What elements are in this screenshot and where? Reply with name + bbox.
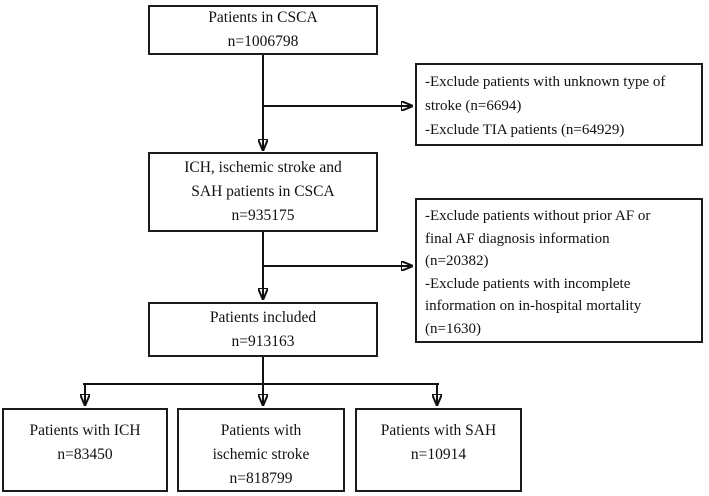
box-patients-in-csca-label: Patients in CSCA n=1006798	[208, 9, 318, 50]
box-exclusion-af-mortality-label: -Exclude patients without prior AF or fi…	[425, 208, 651, 337]
box-patients-with-ich: Patients with ICH n=83450	[2, 408, 168, 492]
box-patients-included: Patients included n=913163	[148, 302, 378, 357]
box-exclusion-stroke-type: -Exclude patients with unknown type of s…	[415, 63, 703, 146]
box-patients-with-ich-label: Patients with ICH n=83450	[29, 422, 141, 463]
box-exclusion-af-mortality: -Exclude patients without prior AF or fi…	[415, 198, 703, 343]
box-exclusion-stroke-type-label: -Exclude patients with unknown type of s…	[425, 74, 666, 138]
box-ich-ischemic-sah: ICH, ischemic stroke and SAH patients in…	[148, 152, 378, 232]
box-ich-ischemic-sah-label: ICH, ischemic stroke and SAH patients in…	[184, 159, 342, 224]
box-patients-with-ischemic-stroke-label: Patients with ischemic stroke n=818799	[212, 422, 310, 487]
box-patients-in-csca: Patients in CSCA n=1006798	[148, 5, 378, 55]
box-patients-with-sah: Patients with SAH n=10914	[355, 408, 522, 492]
box-patients-with-ischemic-stroke: Patients with ischemic stroke n=818799	[177, 408, 345, 492]
box-patients-included-label: Patients included n=913163	[209, 308, 317, 350]
box-patients-with-sah-label: Patients with SAH n=10914	[380, 422, 497, 463]
